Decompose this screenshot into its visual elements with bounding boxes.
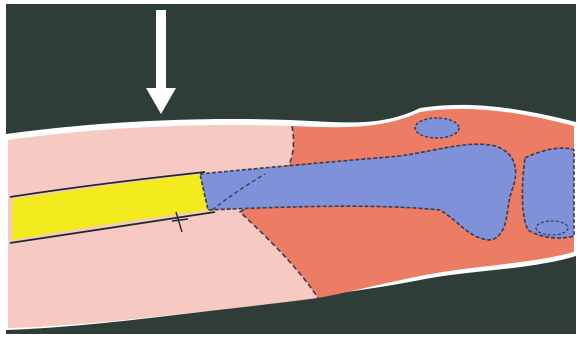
bone-fragment bbox=[536, 221, 568, 235]
bone-fragment bbox=[415, 118, 459, 138]
arrow-shaft bbox=[156, 10, 166, 92]
